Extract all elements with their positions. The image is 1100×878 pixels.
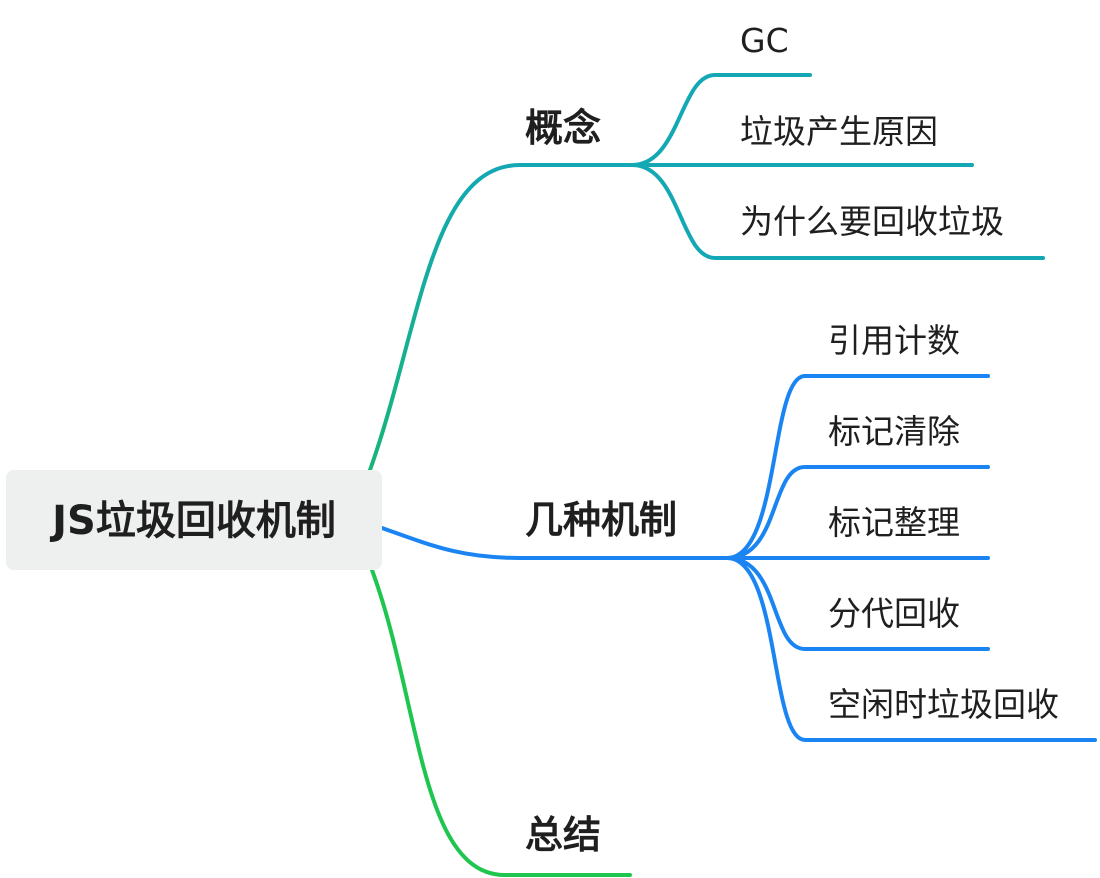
leaf-why-collect[interactable]: 为什么要回收垃圾 [740, 202, 1004, 241]
root-node-label: JS垃圾回收机制 [49, 498, 336, 544]
edge-concept-gc [630, 73, 812, 167]
leaf-idle-time-gc[interactable]: 空闲时垃圾回收 [828, 685, 1059, 724]
edge-root-concept [368, 163, 632, 472]
edge-mech-refcount [725, 374, 990, 560]
branch-mechanisms-label[interactable]: 几种机制 [525, 498, 677, 542]
leaf-gc[interactable]: GC [740, 21, 789, 60]
edge-mech-marksweep [725, 465, 990, 560]
edge-root-summary [370, 568, 632, 877]
root-node-box[interactable] [6, 470, 382, 570]
edge-mech-idle [725, 556, 1097, 742]
branch-summary-label[interactable]: 总结 [525, 813, 601, 857]
leaf-garbage-cause[interactable]: 垃圾产生原因 [740, 112, 938, 151]
edge-mech-generational [725, 556, 990, 651]
leaf-reference-counting[interactable]: 引用计数 [828, 321, 960, 360]
edge-root-mechanisms [380, 526, 737, 560]
branch-concept-label[interactable]: 概念 [525, 106, 601, 150]
leaf-generational[interactable]: 分代回收 [828, 594, 960, 633]
edge-concept-why [630, 163, 1045, 260]
leaf-mark-sweep[interactable]: 标记清除 [828, 412, 960, 451]
leaf-mark-compact[interactable]: 标记整理 [828, 503, 960, 542]
